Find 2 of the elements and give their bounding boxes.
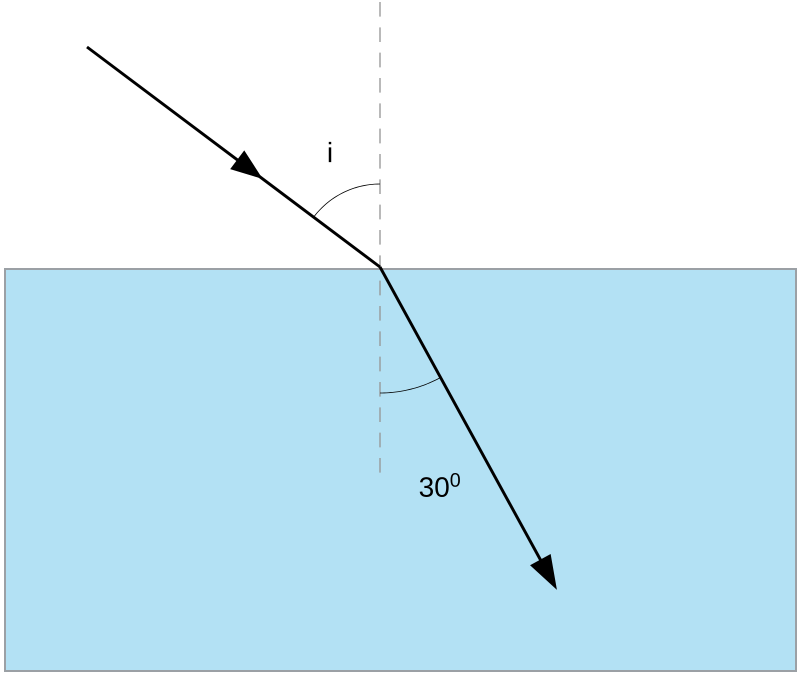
angle-label: 30$^{0}$	[420, 473, 460, 497]
angle-label: i	[328, 142, 332, 162]
